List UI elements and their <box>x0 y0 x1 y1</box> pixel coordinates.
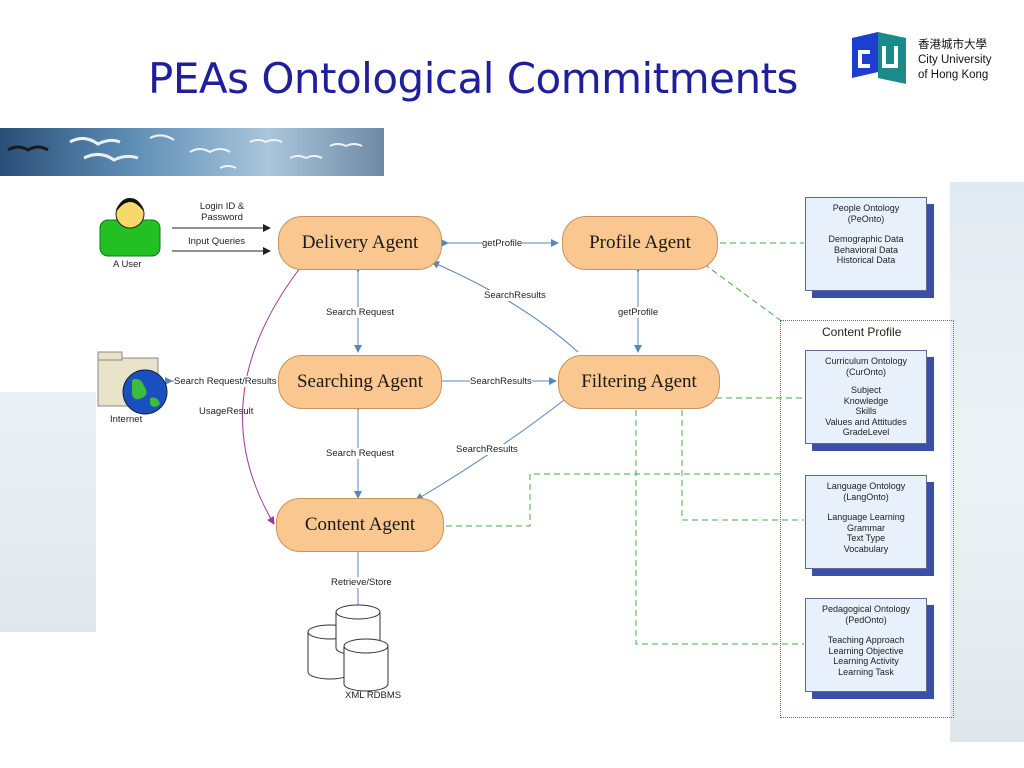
ontology-title: Curriculum Ontology <box>824 356 908 366</box>
ontology-title: Language Ontology <box>826 481 906 491</box>
usageresult-label: UsageResult <box>199 406 254 417</box>
delivery-agent: Delivery Agent <box>278 216 442 270</box>
search-request-label-1: Search Request <box>326 307 395 318</box>
usageresult-arrow <box>242 267 301 525</box>
birds-icon <box>7 134 363 169</box>
logo-english-line2: of Hong Kong <box>918 69 989 81</box>
searching-agent: Searching Agent <box>278 355 442 409</box>
logo-english-line1: City University <box>918 54 992 66</box>
cityu-logo-icon <box>852 32 906 84</box>
university-logo: 香港城市大學 City University of Hong Kong <box>846 32 1006 92</box>
ontology-item: Language Learning <box>827 512 905 522</box>
internet-label: Internet <box>110 414 143 425</box>
background-photo-right <box>950 182 1024 742</box>
profile-agent: Profile Agent <box>562 216 718 270</box>
ontology-title: People Ontology <box>832 203 900 213</box>
searchresults-mid-label: SearchResults <box>470 376 532 387</box>
ontology-abbr: (PedOnto) <box>845 614 887 625</box>
getprofile-side-label: getProfile <box>618 307 659 318</box>
content-profile-label: Content Profile <box>822 325 902 339</box>
background-photo-left <box>0 392 96 632</box>
search-request-results-label: Search Request/Results <box>174 376 277 387</box>
ontology-title: Pedagogical Ontology <box>821 604 911 614</box>
search-request-label-2: Search Request <box>326 448 395 459</box>
curriculum-ontology-box: Curriculum Ontology (CurOnto) Subject Kn… <box>805 350 927 444</box>
ontology-item: Learning Objective <box>828 645 904 656</box>
ontology-item: Demographic Data <box>828 234 904 244</box>
internet-icon <box>97 351 168 415</box>
database-icon <box>307 604 389 692</box>
bird-banner-image <box>0 128 384 176</box>
people-ontology-box: People Ontology (PeOnto) Demographic Dat… <box>805 197 927 291</box>
ontology-abbr: (PeOnto) <box>847 213 885 224</box>
getprofile-top-label: getProfile <box>482 238 523 249</box>
ontology-item: Vocabulary <box>843 543 889 554</box>
ontology-item: Grammar <box>847 522 885 533</box>
input-queries-label: Input Queries <box>188 236 246 247</box>
ontology-item: Teaching Approach <box>827 635 905 645</box>
ontology-item: Knowledge <box>843 395 889 406</box>
ontology-item: Historical Data <box>836 255 896 265</box>
ontology-abbr: (CurOnto) <box>845 366 886 377</box>
pedagogical-ontology-box: Pedagogical Ontology (PedOnto) Teaching … <box>805 598 927 692</box>
ontology-item: Learning Activity <box>833 656 899 666</box>
ontology-item: GradeLevel <box>842 427 890 437</box>
ontology-item: Skills <box>855 406 877 416</box>
searchresults-low-label: SearchResults <box>456 444 518 455</box>
content-agent: Content Agent <box>276 498 444 552</box>
retrieve-store-label: Retrieve/Store <box>331 577 392 588</box>
login-label: Login ID & Password <box>199 201 245 223</box>
logo-chinese-name: 香港城市大學 <box>918 39 987 51</box>
database-label: XML RDBMS <box>345 690 402 701</box>
searchresults-top-label: SearchResults <box>484 290 546 301</box>
filtering-agent: Filtering Agent <box>558 355 720 409</box>
ontology-item: Values and Attitudes <box>825 416 907 427</box>
ontology-item: Text Type <box>846 533 886 543</box>
ontology-item: Learning Task <box>838 666 894 677</box>
logo-text: 香港城市大學 City University of Hong Kong <box>918 38 991 83</box>
content-profile-container <box>780 320 954 718</box>
user-label: A User <box>113 259 142 270</box>
language-ontology-box: Language Ontology (LangOnto) Language Le… <box>805 475 927 569</box>
user-icon <box>99 198 161 257</box>
slide-title: PEAs Ontological Commitments <box>148 54 798 103</box>
ontology-item: Behavioral Data <box>833 244 899 255</box>
ontology-links <box>446 242 804 645</box>
ontology-abbr: (LangOnto) <box>843 491 889 502</box>
ontology-item: Subject <box>850 385 882 395</box>
searchresults-arrow-top <box>431 261 579 353</box>
